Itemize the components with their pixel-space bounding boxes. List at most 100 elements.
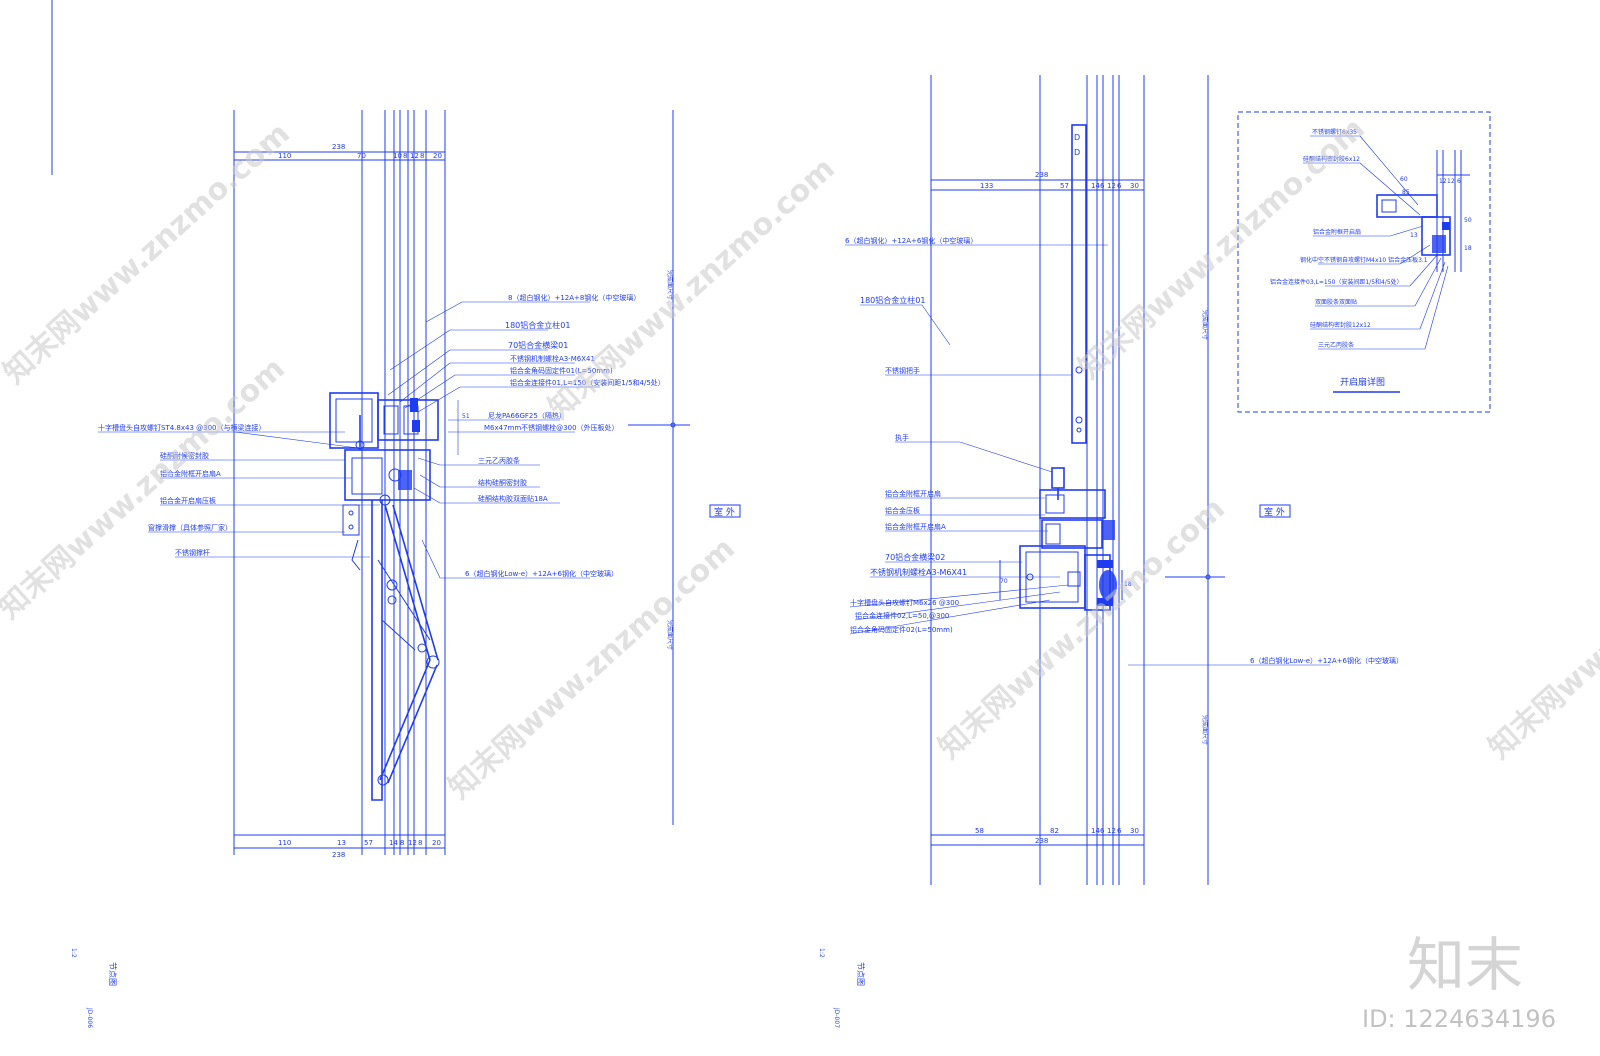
detail-title: 开启扇详图	[1340, 376, 1385, 388]
lbl-r-7: M6x47mm不锈钢螺栓@300（外压板处）	[484, 423, 619, 432]
rlbl-1: 180铝合金立柱01	[860, 295, 925, 305]
dim-top-d: 8	[403, 152, 407, 160]
outdoor-label-left: 室 外	[714, 506, 735, 518]
dim-top-a: 110	[278, 152, 291, 160]
rdim-top-total: 238	[1035, 171, 1048, 179]
dim-bot-a: 110	[278, 839, 291, 847]
rlbl-5: 铝合金压板	[885, 506, 920, 515]
rdim-bot-f: 6	[1117, 827, 1122, 835]
image-id: ID: 1224634196	[1362, 1005, 1556, 1033]
dim-bot-g: 8	[418, 839, 422, 847]
detail-lbl-5: 双面胶条双面贴	[1315, 298, 1357, 306]
svg-text:完成面尺寸: 完成面尺寸	[1201, 310, 1209, 340]
watermark-1: 知末网www.znzmo.com	[0, 116, 297, 391]
rlbl-7: 70铝合金横梁02	[885, 552, 945, 562]
watermark-2: 知末网www.znzmo.com	[0, 351, 292, 626]
svg-text:18: 18	[1124, 581, 1132, 588]
rdim-bot-a: 58	[975, 827, 984, 835]
outdoor-label-right: 室 外	[1264, 506, 1285, 518]
detail-lbl-2: 铝合金附框开启扇	[1313, 228, 1361, 236]
detail-dim-0: 85	[1402, 189, 1410, 196]
detail-dim-2: 12	[1439, 178, 1447, 185]
left-labels-right: 8（超白钢化）+12A+8钢化（中空玻璃） 180铝合金立柱01 70铝合金横梁…	[387, 293, 665, 579]
lbl-r-0: 8（超白钢化）+12A+8钢化（中空玻璃）	[508, 293, 640, 302]
dim-bot-f: 12	[408, 839, 417, 847]
svg-text:51: 51	[462, 413, 470, 420]
rdim-top-c: 14	[1091, 182, 1100, 190]
watermark-7: 知末网www.znzmo.com	[1482, 491, 1600, 766]
left-sheet: 238 110 70 10 8 12 8 20 110 13 57 14 8 1…	[70, 110, 741, 1028]
svg-text:70: 70	[1000, 578, 1008, 585]
rlbl-4: 铝合金附框开启扇	[885, 489, 941, 498]
svg-text:D: D	[1074, 133, 1080, 142]
title-right: 节点图	[856, 962, 865, 986]
rdim-bot-c: 14	[1091, 827, 1100, 835]
detail-dim-1: 60	[1400, 176, 1408, 183]
rlbl-11: 铝合金角码固定件02(L=50mm)	[850, 625, 953, 634]
lbl-r-8: 三元乙丙胶条	[478, 456, 520, 465]
rlbl-9: 十字槽盘头自攻螺钉M6x26 @300	[850, 598, 959, 607]
title-left: 节点图	[108, 962, 117, 986]
scale-left: 1:2	[70, 948, 77, 958]
dim-top-c: 10	[393, 152, 402, 160]
detail-dim-3: 12	[1447, 178, 1455, 185]
left-profile-assembly	[329, 392, 440, 801]
rlbl-0: 6（超白钢化）+12A+6钢化（中空玻璃）	[845, 236, 977, 245]
detail-lbl-7: 三元乙丙胶条	[1318, 341, 1354, 349]
right-sheet: 238 133 57 14 6 12 6 30 58 82 238 14 6 1…	[818, 75, 1403, 1028]
lbl-l-2: 铝合金附框开启扇A	[160, 469, 221, 478]
detail-lbl-3: 钢化中空不锈钢自攻螺钉M4x10 铝合金压板3.1	[1300, 256, 1428, 264]
rdim-top-e: 12	[1107, 182, 1116, 190]
left-labels-left: 十字槽盘头自攻螺钉ST4.8x43 @300（与横梁连接） 硅酮耐候密封胶 铝合…	[98, 423, 380, 558]
rlbl-8: 不锈钢机制螺栓A3-M6X41	[870, 567, 967, 577]
dim-bot-e: 8	[400, 839, 404, 847]
detail-box: 85 60 12 12 6 13 50 18 不锈钢螺钉6x35 硅酮结构密封胶…	[1237, 111, 1491, 413]
rdim-top-a: 133	[980, 182, 993, 190]
lbl-l-3: 铝合金开启扇压板	[160, 496, 216, 505]
dim-bot-total: 238	[332, 851, 345, 859]
lbl-r-11: 6（超白钢化Low-e）+12A+6钢化（中空玻璃）	[465, 569, 618, 578]
rdim-bot-total: 238	[1035, 837, 1048, 845]
dim-bot-h: 20	[432, 839, 441, 847]
detail-lbl-4: 铝合金连接件03,L=150（安装间距1/5和4/5处）	[1270, 278, 1403, 286]
dim-top-b: 70	[357, 152, 366, 160]
detail-lbl-1: 硅酮结构密封胶6x12	[1303, 155, 1360, 163]
svg-text:完成面尺寸: 完成面尺寸	[1201, 715, 1209, 745]
dim-top-g: 20	[433, 152, 442, 160]
rdim-top-b: 57	[1060, 182, 1069, 190]
rlbl-bottom: 6（超白钢化Low-e）+12A+6钢化（中空玻璃）	[1250, 656, 1403, 665]
watermarks: 知末网www.znzmo.com 知末网www.znzmo.com 知末网www…	[0, 111, 1600, 806]
lbl-r-9: 结构硅酮密封胶	[478, 478, 527, 487]
detail-lbl-6: 硅酮结构密封胶12x12	[1310, 321, 1371, 329]
dim-top-e: 12	[410, 152, 419, 160]
rlbl-10: 铝合金连接件02,L=50,@300	[855, 611, 949, 620]
svg-text:完成面尺寸: 完成面尺寸	[666, 270, 674, 300]
dim-top-total: 238	[332, 143, 345, 151]
rlbl-3: 执手	[895, 433, 909, 442]
detail-dim-6: 50	[1464, 217, 1472, 224]
watermark-5: 知末网www.znzmo.com	[932, 491, 1232, 766]
code-right: JD-007	[833, 1007, 840, 1028]
lbl-r-4: 铝合金角码固定件01(L=50mm)	[510, 366, 613, 375]
lbl-r-10: 硅酮结构胶双面贴18A	[478, 494, 548, 503]
dim-top-f: 8	[420, 152, 424, 160]
detail-lbl-0: 不锈钢螺钉6x35	[1312, 128, 1357, 136]
rlbl-2: 不锈钢把手	[885, 366, 920, 375]
svg-text:完成面尺寸: 完成面尺寸	[666, 620, 674, 650]
rdim-bot-e: 12	[1107, 827, 1116, 835]
rlbl-6: 铝合金附框开启扇A	[885, 522, 946, 531]
dim-bot-c: 57	[364, 839, 373, 847]
detail-dim-5: 13	[1410, 232, 1418, 239]
lbl-l-5: 不锈钢撑杆	[175, 548, 210, 557]
watermark-4: 知末网www.znzmo.com	[542, 151, 842, 426]
svg-text:D: D	[1074, 148, 1080, 157]
detail-dim-7: 18	[1464, 245, 1472, 252]
lbl-r-6: 尼龙PA66GF25（隔热）	[488, 411, 566, 420]
lbl-l-0: 十字槽盘头自攻螺钉ST4.8x43 @300（与横梁连接）	[98, 423, 266, 432]
right-labels: 6（超白钢化）+12A+6钢化（中空玻璃） 180铝合金立柱01 不锈钢把手 执…	[845, 236, 1403, 666]
rdim-bot-b: 82	[1050, 827, 1059, 835]
scale-right: 1:2	[818, 948, 825, 958]
dim-bot-d: 14	[389, 839, 398, 847]
lbl-r-5: 铝合金连接件01,L=150（安装间距1/5和4/5处）	[510, 378, 665, 387]
